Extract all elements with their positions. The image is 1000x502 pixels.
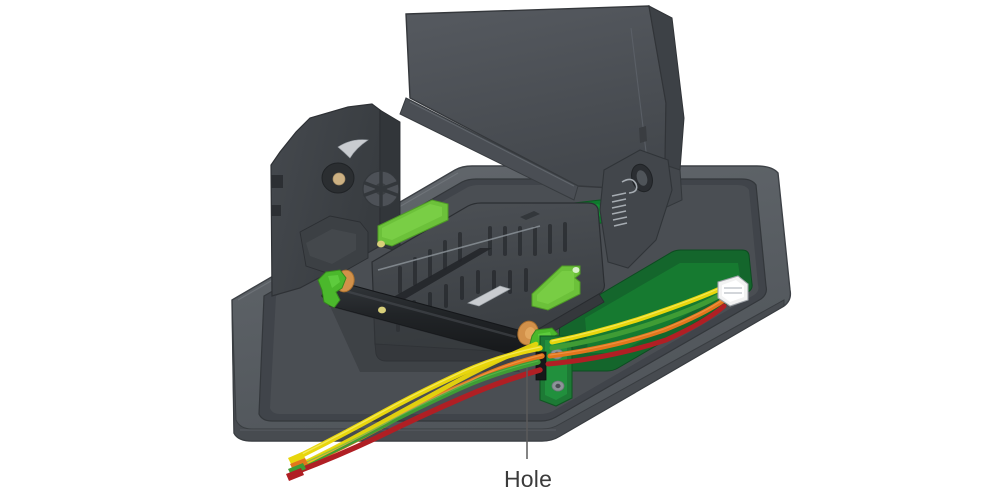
- screw-dot-upper: [377, 240, 385, 248]
- mechanism-shadow: [330, 306, 520, 372]
- shaft-boss: [321, 162, 355, 194]
- hinge-spring: [611, 178, 638, 227]
- latch-tab-right: [531, 265, 581, 311]
- wire-cut-ends: [286, 452, 308, 481]
- roller-clip-left: [317, 269, 347, 309]
- head-label: [467, 285, 511, 307]
- crescent-slot-detail: [337, 139, 369, 159]
- platen-roller: [317, 240, 559, 369]
- drive-gear-wheel: [362, 170, 400, 208]
- wire-harness-left-branch: [291, 341, 545, 475]
- head-ribs: [398, 222, 567, 294]
- wire-harness-right-branch: [545, 285, 727, 367]
- right-hinge-pillar: [599, 149, 673, 269]
- callout-label-hole: Hole: [504, 466, 553, 492]
- left-side-frame: [270, 103, 401, 297]
- screw-dot-lower: [378, 306, 386, 314]
- cable-connector-plug: [717, 275, 749, 307]
